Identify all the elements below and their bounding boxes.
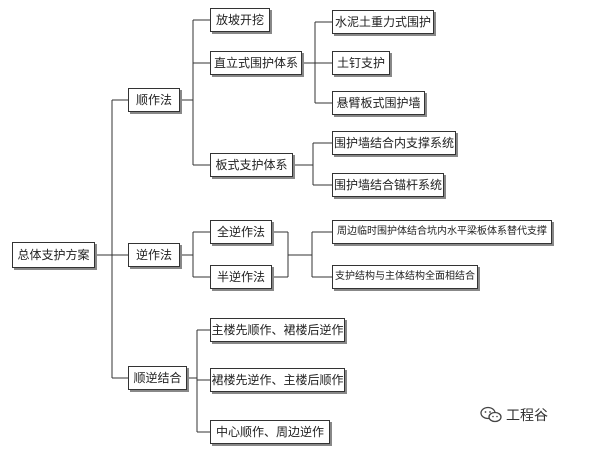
node-main-first: 主楼先顺作、裙楼后逆作 (210, 318, 345, 342)
node-center-first: 中心顺作、周边逆作 (210, 420, 330, 444)
node-cement-wall: 水泥土重力式围护 (332, 10, 434, 34)
node-shunzuo: 顺作法 (128, 88, 180, 112)
node-soil-nail: 土钉支护 (332, 51, 390, 75)
node-cantilever-wall: 悬臂板式围护墙 (332, 91, 425, 115)
watermark: 工程谷 (480, 405, 548, 425)
node-temp-support: 周边临时围护体结合坑内水平梁板体系替代支撑 (332, 220, 552, 244)
node-shunni: 顺逆结合 (128, 366, 187, 390)
root-node: 总体支护方案 (12, 242, 95, 268)
watermark-text: 工程谷 (506, 408, 548, 424)
node-zhili: 直立式围护体系 (210, 51, 302, 75)
chat-bubbles-icon (480, 406, 502, 423)
node-banshi: 板式支护体系 (210, 153, 293, 177)
node-full-reverse: 全逆作法 (210, 220, 272, 244)
node-half-reverse: 半逆作法 (210, 265, 272, 289)
node-podium-first: 裙楼先逆作、主楼后顺作 (210, 368, 345, 392)
node-nizuo: 逆作法 (128, 243, 180, 267)
node-fangpo: 放坡开挖 (210, 8, 270, 32)
node-anchor-system: 围护墙结合锚杆系统 (332, 173, 444, 197)
node-internal-brace: 围护墙结合内支撑系统 (332, 131, 456, 155)
node-full-combination: 支护结构与主体结构全面相结合 (332, 265, 478, 289)
